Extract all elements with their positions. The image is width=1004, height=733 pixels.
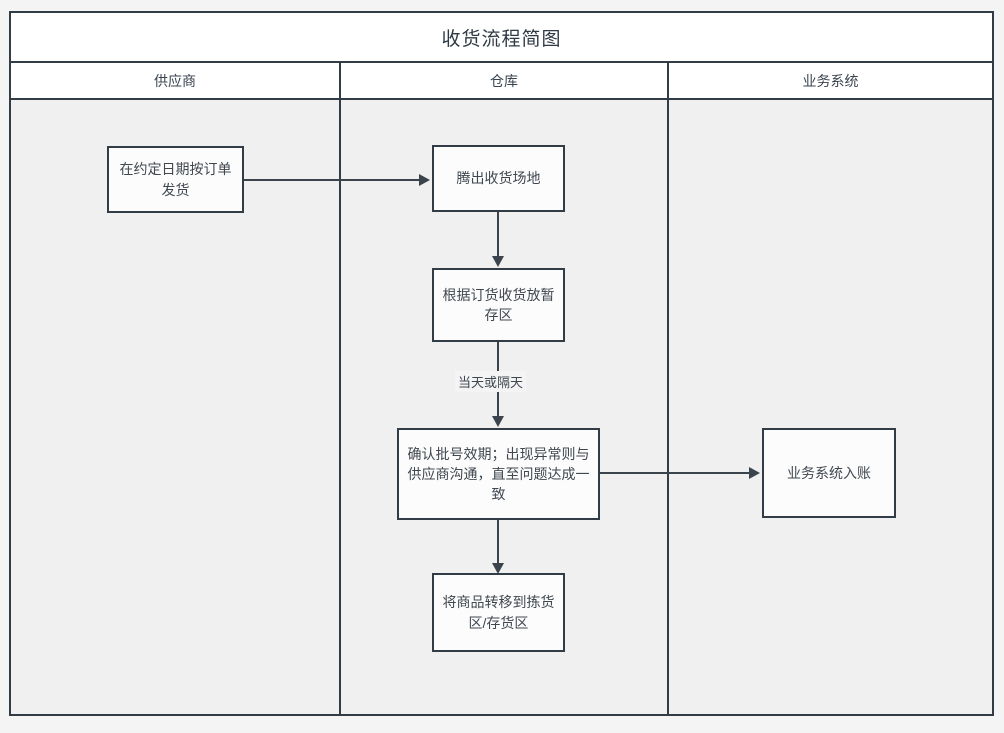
lane-header-row: 供应商 仓库 业务系统 [11, 63, 992, 100]
edge-line-n2-n3 [497, 212, 499, 257]
edge-line-n4-n6 [600, 472, 751, 474]
node-business-system-posting[interactable]: 业务系统入账 [762, 428, 896, 518]
lane-body-business-system [669, 100, 992, 714]
node-move-goods-to-picking-or-storage[interactable]: 将商品转移到拣货区/存货区 [432, 573, 565, 652]
edge-label-same-or-next-day: 当天或隔天 [455, 371, 527, 392]
lane-header-business-system: 业务系统 [802, 72, 859, 89]
node-ship-per-order-on-agreed-date[interactable]: 在约定日期按订单发货 [107, 146, 244, 213]
node-clear-receiving-area[interactable]: 腾出收货场地 [432, 145, 565, 212]
diagram-title: 收货流程简图 [441, 28, 562, 50]
lane-body-warehouse [341, 100, 669, 714]
node-receive-by-order-to-staging[interactable]: 根据订货收货放暂存区 [432, 268, 565, 342]
edge-arrowhead-n2-n3 [492, 256, 504, 267]
node-verify-batch-expiry-and-communicate[interactable]: 确认批号效期；出现异常则与供应商沟通，直至问题达成一致 [397, 428, 600, 520]
edge-line-n4-n5 [497, 520, 499, 565]
edge-arrowhead-n1-n2 [419, 174, 430, 186]
edge-arrowhead-n4-n5 [492, 563, 504, 574]
lane-header-supplier: 供应商 [11, 63, 341, 98]
edge-arrowhead-n4-n6 [749, 467, 760, 479]
edge-line-n1-n2 [244, 179, 421, 181]
lane-header-warehouse: 仓库 [341, 63, 669, 98]
edge-arrowhead-n3-n4 [492, 416, 504, 427]
lane-body-supplier [11, 100, 341, 714]
diagram-title-row: 收货流程简图 [11, 13, 992, 63]
